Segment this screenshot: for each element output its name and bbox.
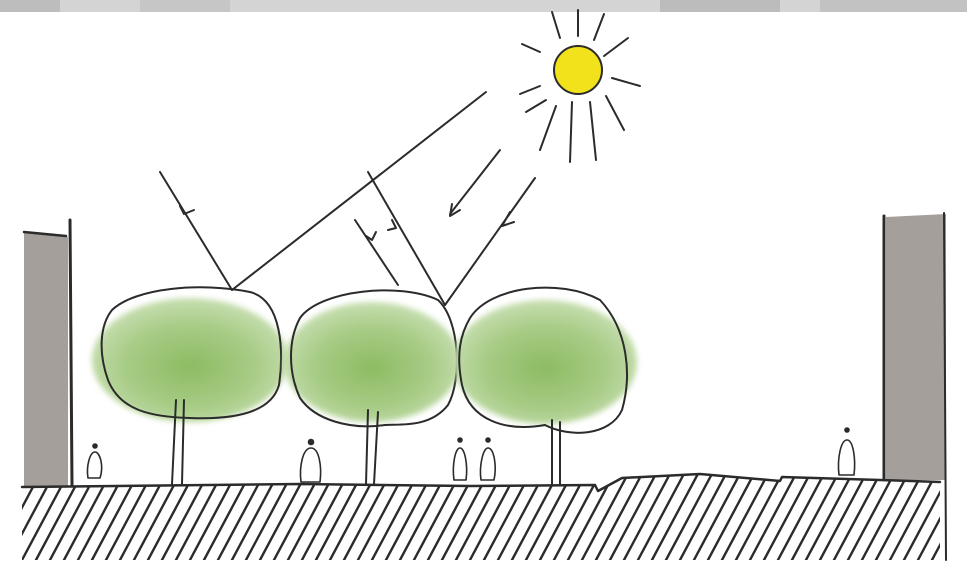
- hatch-line: [442, 470, 490, 560]
- hatch-line: [638, 470, 686, 560]
- hatch-line: [666, 470, 714, 560]
- ground-hatching: [0, 470, 967, 560]
- hatch-line: [876, 470, 924, 560]
- hatch-line: [596, 470, 644, 560]
- hatch-line: [106, 470, 154, 560]
- hatch-line: [456, 470, 504, 560]
- hatch-line: [806, 470, 854, 560]
- hatch-line: [792, 470, 840, 560]
- hatch-line: [918, 470, 966, 560]
- hatch-line: [400, 470, 448, 560]
- hatch-line: [526, 470, 574, 560]
- people: [87, 428, 854, 482]
- hatch-line: [0, 470, 28, 560]
- tree-1: [92, 287, 288, 484]
- person-3: [453, 438, 466, 480]
- hatch-line: [92, 470, 140, 560]
- hatch-line: [540, 470, 588, 560]
- tree-3: [453, 288, 637, 484]
- hatch-line: [834, 470, 882, 560]
- hatch-line: [554, 470, 602, 560]
- person-5: [838, 428, 854, 475]
- hatch-line: [932, 470, 967, 560]
- hatch-line: [694, 470, 742, 560]
- hatch-line: [750, 470, 798, 560]
- background-photo-strip: [0, 0, 967, 12]
- sun-icon: [520, 10, 640, 162]
- left-building: [24, 220, 72, 486]
- person-2: [300, 440, 320, 483]
- person-1: [87, 444, 101, 478]
- hatch-line: [778, 470, 826, 560]
- person-4: [480, 438, 495, 480]
- hatch-line: [708, 470, 756, 560]
- hatch-line: [484, 470, 532, 560]
- hatch-line: [680, 470, 728, 560]
- hatch-line: [414, 470, 462, 560]
- hatch-line: [946, 470, 967, 560]
- reflected-rays: [160, 172, 445, 305]
- hatch-line: [722, 470, 770, 560]
- hatch-line: [960, 470, 967, 560]
- hatch-line: [176, 470, 224, 560]
- hatch-line: [428, 470, 476, 560]
- hatch-line: [890, 470, 938, 560]
- hatch-line: [652, 470, 700, 560]
- hatch-line: [372, 470, 420, 560]
- hatch-line: [736, 470, 784, 560]
- ground-section: [0, 470, 967, 560]
- right-building: [884, 213, 946, 560]
- hatch-line: [862, 470, 910, 560]
- hatch-line: [498, 470, 546, 560]
- hatch-line: [78, 470, 126, 560]
- hatch-line: [848, 470, 896, 560]
- hatch-line: [624, 470, 672, 560]
- hatch-line: [764, 470, 812, 560]
- hatch-line: [820, 470, 868, 560]
- hatch-line: [568, 470, 616, 560]
- hatch-line: [120, 470, 168, 560]
- hatch-line: [162, 470, 210, 560]
- hatch-line: [610, 470, 658, 560]
- hatch-line: [386, 470, 434, 560]
- hatch-line: [470, 470, 518, 560]
- hatch-line: [582, 470, 630, 560]
- hatch-line: [134, 470, 182, 560]
